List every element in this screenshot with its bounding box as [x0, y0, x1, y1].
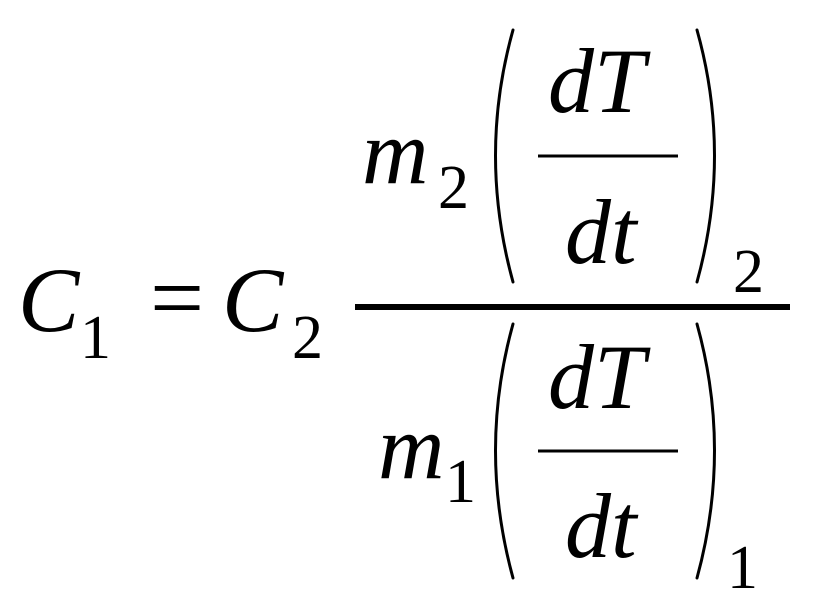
lhs-subscript: 1 — [80, 304, 111, 372]
numerator-right-paren — [695, 28, 716, 284]
denominator-derivative-top: dT — [548, 326, 651, 428]
rhs-subscript: 2 — [292, 304, 323, 372]
numerator-left-paren — [494, 28, 515, 284]
denominator-mass-symbol: m — [378, 396, 444, 498]
denominator-left-paren — [494, 322, 515, 580]
numerator-mass-symbol: m — [362, 101, 428, 203]
rhs-symbol: C — [222, 249, 285, 351]
denominator-outer-subscript: 1 — [727, 534, 758, 602]
lhs-symbol: C — [18, 249, 81, 351]
denominator-right-paren — [695, 322, 716, 580]
numerator-mass-subscript: 2 — [438, 154, 469, 222]
numerator-derivative-top: dT — [548, 30, 651, 132]
denominator-derivative-bottom: dt — [565, 475, 639, 577]
numerator-derivative-bottom: dt — [565, 181, 639, 283]
denominator-mass-subscript: 1 — [445, 448, 476, 516]
equals-sign: = — [150, 244, 204, 351]
numerator-outer-subscript: 2 — [733, 238, 764, 306]
